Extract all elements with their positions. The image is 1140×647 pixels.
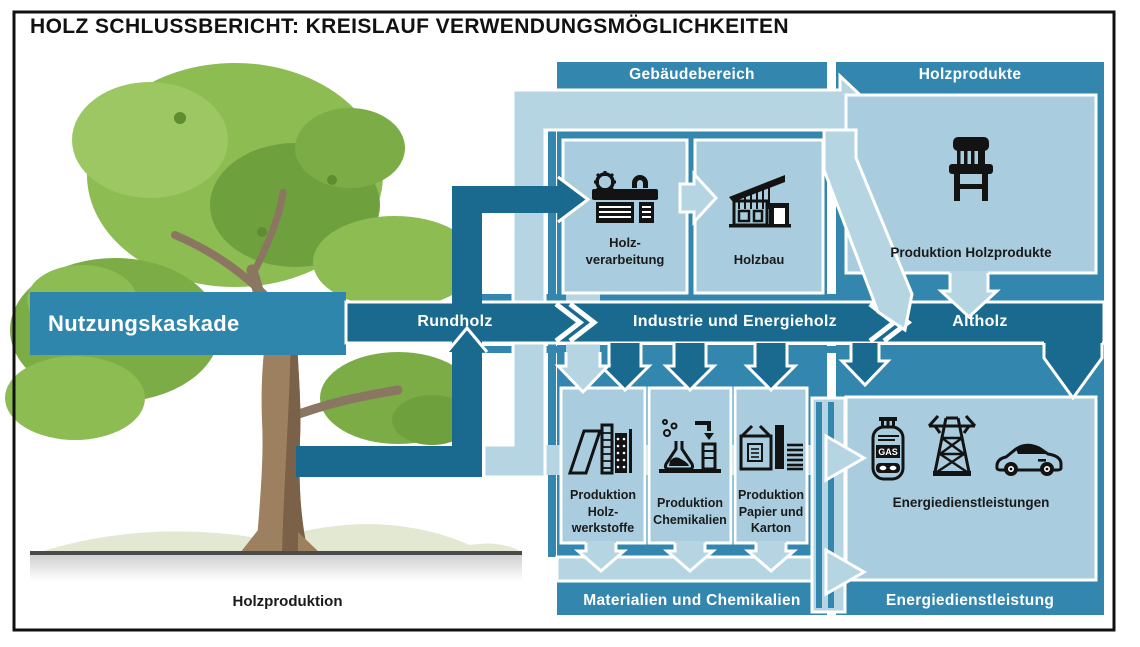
box-holzbau xyxy=(693,138,825,295)
chair-icon xyxy=(948,137,994,206)
sawmill-icon xyxy=(590,171,660,230)
gas-bottle-icon: GAS xyxy=(870,417,906,486)
ground-shadow xyxy=(30,555,522,581)
verarbeitung-to-holzbau-arrow xyxy=(678,170,719,226)
page-title: HOLZ SCHLUSSBERICHT: KREISLAUF VERWENDUN… xyxy=(30,15,789,38)
gas-label: GAS xyxy=(878,447,898,457)
car-icon xyxy=(994,441,1064,484)
paper-box-icon xyxy=(739,423,805,480)
nutzungskaskade-banner xyxy=(30,292,346,355)
timber-house-icon xyxy=(727,173,793,234)
tree-illustration xyxy=(5,63,522,553)
pipe-up-arrow xyxy=(445,325,489,368)
nutzungskaskade-label: Nutzungskaskade xyxy=(48,310,240,336)
outer-frame xyxy=(12,10,1116,632)
light-connectors xyxy=(554,128,1001,597)
dark-connectors xyxy=(557,175,1104,401)
box-produktion-chemikalien xyxy=(647,386,733,545)
chemistry-icon xyxy=(659,419,721,482)
ground-line xyxy=(30,551,522,555)
recycle-loop-arrow xyxy=(482,72,879,479)
holzbau-to-altholz-arrow xyxy=(822,128,914,333)
wood-panels-icon xyxy=(567,421,634,480)
power-tower-icon xyxy=(925,412,979,483)
